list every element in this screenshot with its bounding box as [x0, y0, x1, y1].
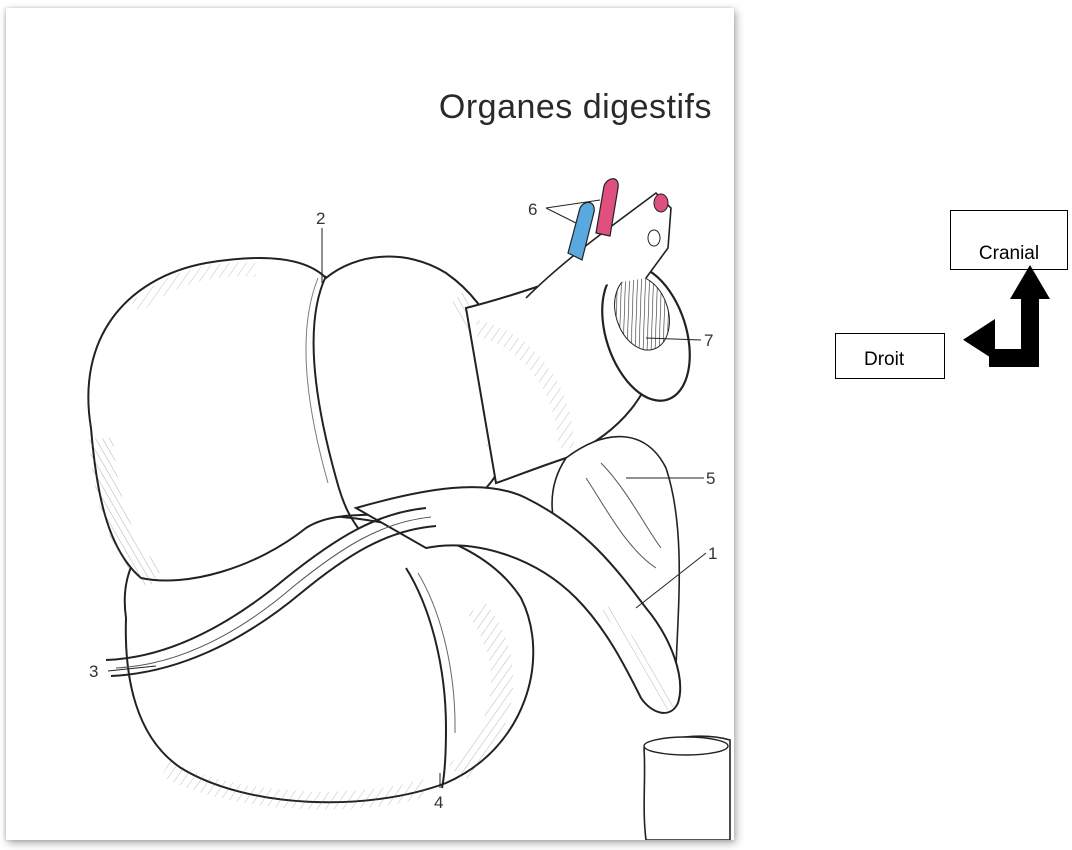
callout-3: 3 [89, 662, 98, 681]
callout-1: 1 [708, 544, 717, 563]
callout-6: 6 [528, 200, 537, 219]
callout-5: 5 [706, 469, 715, 488]
orientation-arrow-icon [955, 255, 1055, 375]
callout-4: 4 [434, 793, 443, 812]
figure-title: Organes digestifs [439, 88, 712, 127]
anatomy-drawing: 2 6 7 5 1 3 4 [6, 8, 734, 840]
droit-label-box: Droit [835, 333, 945, 379]
anatomy-figure: 2 6 7 5 1 3 4 Organes digestifs [6, 8, 734, 840]
droit-label: Droit [864, 349, 904, 370]
callout-2: 2 [316, 209, 325, 228]
callout-7: 7 [704, 331, 713, 350]
